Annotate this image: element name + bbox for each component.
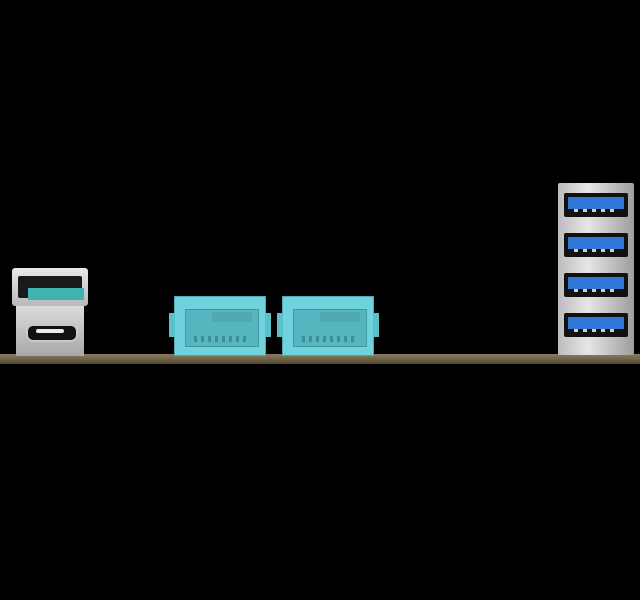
ethernet-port-1 [169, 296, 271, 356]
ethernet-port-2 [277, 296, 379, 356]
pcb-edge [0, 354, 640, 364]
usb-a-port-blue-3 [564, 273, 628, 297]
usb-c-port [16, 306, 84, 356]
usb-a-port-blue-1 [564, 193, 628, 217]
usb-a-port-blue-4 [564, 313, 628, 337]
usb-a-port-blue-2 [564, 233, 628, 257]
usb-a-port-teal [12, 268, 88, 306]
usb-typec-stack [12, 268, 88, 356]
usb-a-tower-blue [558, 183, 634, 355]
